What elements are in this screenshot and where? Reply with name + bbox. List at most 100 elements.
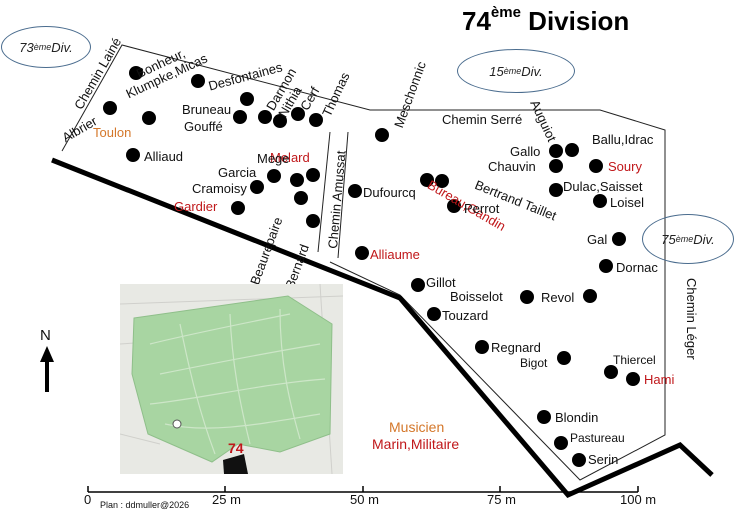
inset-map-drawing xyxy=(120,284,343,474)
grave-dot[interactable] xyxy=(233,110,247,124)
grave-dot[interactable] xyxy=(520,290,534,304)
grave-dot[interactable] xyxy=(626,372,640,386)
grave-label-toulon: Toulon xyxy=(93,125,132,140)
grave-dot[interactable] xyxy=(231,201,245,215)
grave-label-gardier: Gardier xyxy=(174,199,218,214)
grave-label-cramoisy: Cramoisy xyxy=(192,181,247,196)
grave-dot[interactable] xyxy=(447,199,461,213)
grave-dot[interactable] xyxy=(348,184,362,198)
map-credit: Plan : ddmuller@2026 xyxy=(100,500,190,510)
grave-dot[interactable] xyxy=(435,174,449,188)
grave-label-ballu-idrac: Ballu,Idrac xyxy=(592,132,654,147)
legend-musicien: Musicien xyxy=(389,419,445,435)
scale-label-0: 0 xyxy=(84,492,92,507)
legend-marin-militaire: Marin,Militaire xyxy=(372,436,460,452)
grave-label-pastureau: Pastureau xyxy=(570,431,625,445)
grave-dot[interactable] xyxy=(306,168,320,182)
page-title: 74ème Division xyxy=(462,4,630,36)
grave-label-blondin: Blondin xyxy=(555,410,599,425)
grave-dot[interactable] xyxy=(309,113,323,127)
grave-label-gouffe: Gouffé xyxy=(184,119,223,134)
grave-dot[interactable] xyxy=(549,159,563,173)
grave-label-bigot: Bigot xyxy=(520,356,548,370)
north-arrow-head xyxy=(40,346,54,362)
grave-label-melard: Melard xyxy=(270,150,310,165)
grave-dot[interactable] xyxy=(267,169,281,183)
grave-label-dufourcq: Dufourcq xyxy=(363,185,416,200)
grave-dot[interactable] xyxy=(411,278,425,292)
grave-dot[interactable] xyxy=(126,148,140,162)
grave-dot[interactable] xyxy=(427,307,441,321)
chemin-amussat-line-left xyxy=(317,131,331,253)
path-label-chemin-serre: Chemin Serré xyxy=(442,112,523,127)
grave-dots xyxy=(103,66,640,467)
grave-label-revol: Revol xyxy=(541,290,575,305)
chemin-amussat-line-right xyxy=(337,131,349,259)
scale-label-50: 50 m xyxy=(350,492,379,507)
grave-dot[interactable] xyxy=(375,128,389,142)
path-label-chemin-leger: Chemin Léger xyxy=(684,278,699,360)
grave-dot[interactable] xyxy=(306,214,320,228)
grave-dot[interactable] xyxy=(355,246,369,260)
grave-label-gillot: Gillot xyxy=(426,275,456,290)
grave-dot[interactable] xyxy=(291,107,305,121)
scale-label-75: 75 m xyxy=(487,492,516,507)
grave-dot[interactable] xyxy=(557,351,571,365)
grave-label-regnard: Regnard xyxy=(491,340,541,355)
grave-dot[interactable] xyxy=(583,289,597,303)
grave-label-thiercel: Thiercel xyxy=(613,353,656,367)
inset-division-74-area xyxy=(223,454,248,474)
grave-dot[interactable] xyxy=(612,232,626,246)
grave-dot[interactable] xyxy=(589,159,603,173)
grave-dot[interactable] xyxy=(294,191,308,205)
grave-dot[interactable] xyxy=(258,110,272,124)
grave-label-alliaud: Alliaud xyxy=(144,149,184,164)
grave-label-alliaume: Alliaume xyxy=(370,247,420,262)
grave-dot[interactable] xyxy=(572,453,586,467)
scale-label-100: 100 m xyxy=(620,492,657,507)
grave-dot[interactable] xyxy=(537,410,551,424)
grave-dot[interactable] xyxy=(565,143,579,157)
grave-label-gal: Gal xyxy=(587,232,608,247)
grave-label-mege: Mege xyxy=(257,151,290,166)
grave-label-touzard: Touzard xyxy=(442,308,489,323)
grave-label-gallo: Gallo xyxy=(510,144,541,159)
division-boundary xyxy=(61,44,666,481)
grave-dot[interactable] xyxy=(549,183,563,197)
grave-label-bruneau: Bruneau xyxy=(182,102,232,117)
grave-dot[interactable] xyxy=(290,173,304,187)
grave-label-chauvin: Chauvin xyxy=(488,159,536,174)
grave-label-dornac: Dornac xyxy=(616,260,658,275)
grave-label-hami: Hami xyxy=(644,372,675,387)
grave-label-dulac-saisset: Dulac,Saisset xyxy=(563,179,643,194)
grave-dot[interactable] xyxy=(142,111,156,125)
grave-label-boisselot: Boisselot xyxy=(450,289,503,304)
grave-dot[interactable] xyxy=(250,180,264,194)
grave-dot[interactable] xyxy=(554,436,568,450)
inset-division-label: 74 xyxy=(228,440,244,456)
grave-dot[interactable] xyxy=(549,144,563,158)
grave-dot[interactable] xyxy=(475,340,489,354)
grave-label-loisel: Loisel xyxy=(610,195,644,210)
main-avenue xyxy=(51,157,714,499)
grave-dot[interactable] xyxy=(129,66,143,80)
metro-icon xyxy=(172,419,182,429)
grave-label-soury: Soury xyxy=(608,159,642,174)
grave-label-serin: Serin xyxy=(588,452,619,467)
grave-label-perrot: Perrot xyxy=(464,201,500,216)
grave-dot[interactable] xyxy=(599,259,613,273)
grave-dot[interactable] xyxy=(593,194,607,208)
grave-dot[interactable] xyxy=(103,101,117,115)
grave-dot[interactable] xyxy=(604,365,618,379)
grave-dot[interactable] xyxy=(240,92,254,106)
grave-dot[interactable] xyxy=(420,173,434,187)
north-label: N xyxy=(40,327,51,344)
inset-location-map[interactable]: 74 xyxy=(120,284,343,474)
grave-dot[interactable] xyxy=(191,74,205,88)
inset-park-area xyxy=(131,295,333,463)
grave-dot[interactable] xyxy=(273,114,287,128)
